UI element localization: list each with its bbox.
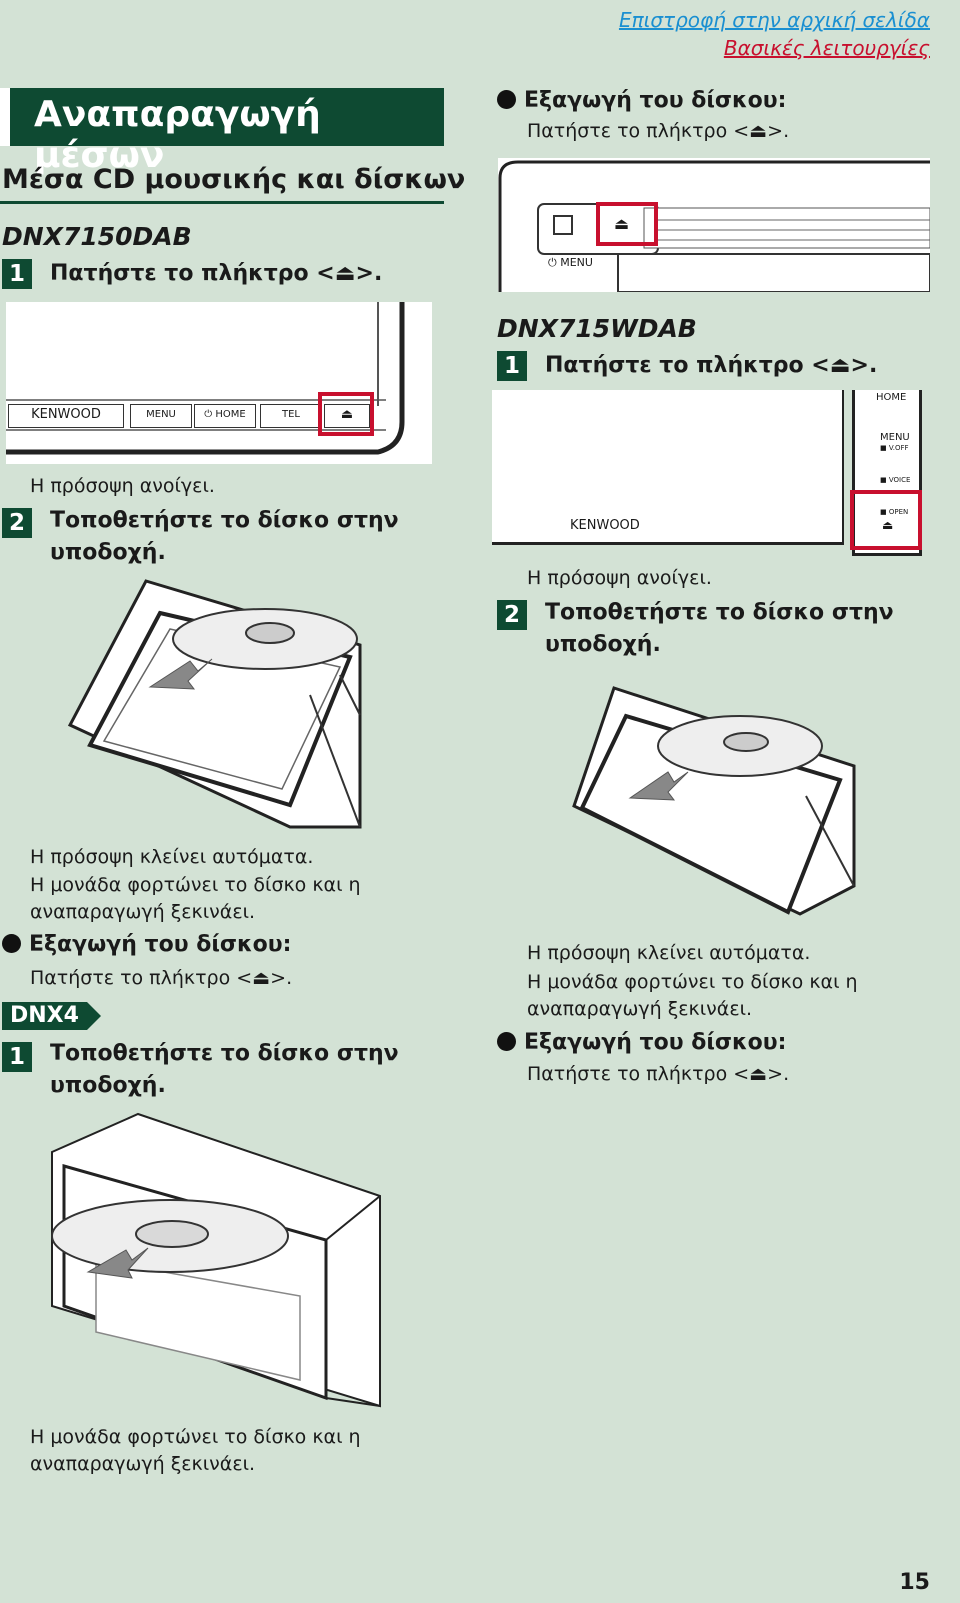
eject-icon: ⏏ [334, 261, 356, 286]
dnx7150dab-panel-illustration: KENWOOD MENU ⏻ HOME TEL ⏏ [6, 302, 432, 464]
eject-instruction: Πατήστε το πλήκτρο <⏏>. [527, 120, 790, 142]
home-link[interactable]: Επιστροφή στην αρχική σελίδα [618, 8, 930, 32]
kenwood-logo: KENWOOD [8, 404, 124, 428]
bullet-icon [2, 933, 21, 953]
page-number: 15 [899, 1570, 930, 1595]
eject-button[interactable]: ⏏ [614, 214, 630, 233]
eject-instruction: Πατήστε το πλήκτρο <⏏>. [30, 967, 293, 989]
tel-button[interactable]: TEL [260, 404, 322, 428]
section-subtitle: Μέσα CD μουσικής και δίσκων [2, 164, 466, 195]
step-text: Πατήστε το πλήκτρο <⏏>. [545, 353, 878, 378]
menu-label: ⏻ MENU [548, 256, 593, 269]
step-number: 1 [497, 351, 527, 381]
step-number: 1 [2, 259, 32, 289]
menu-button[interactable]: MENU [880, 432, 910, 443]
eject-icon: ⏏ [749, 120, 768, 142]
eject-button[interactable]: ⏏ [324, 404, 370, 428]
disc-insert-illustration [67, 579, 362, 829]
voff-label: ■ V.OFF [880, 444, 909, 452]
bullet-icon [497, 1031, 516, 1051]
menu-button[interactable]: MENU [130, 404, 192, 428]
eject-highlight [596, 202, 658, 246]
model-dnx715wdab: DNX715WDAB [497, 314, 697, 343]
model-tag-dnx4: DNX4 [2, 1002, 101, 1030]
dnx4-disc-insert-illustration [51, 1112, 381, 1408]
eject-highlight [318, 392, 374, 436]
page-title: Αναπαραγωγή μέσων [34, 94, 321, 176]
eject-heading: Εξαγωγή του δίσκου: [2, 932, 291, 957]
model-dnx7150dab: DNX7150DAB [2, 222, 192, 251]
eject-instruction: Πατήστε το πλήκτρο <⏏>. [527, 1063, 790, 1085]
step-number: 2 [497, 600, 527, 630]
disc-insert-illustration [572, 686, 856, 916]
section-title-box: Αναπαραγωγή μέσων [0, 88, 444, 176]
eject-heading: Εξαγωγή του δίσκου: [497, 88, 786, 113]
eject-icon: ⏏ [829, 353, 851, 378]
eject-panel-illustration: ⏏ ⏻ MENU [498, 158, 930, 292]
basic-operations-link[interactable]: Βασικές λειτουργίες [723, 36, 930, 60]
voice-label: ■ VOICE [880, 476, 911, 484]
dnx715wdab-panel-illustration: KENWOOD HOME MENU ■ V.OFF ■ VOICE ■ OPEN… [492, 390, 926, 558]
note-disc-loads: Η μονάδα φορτώνει το δίσκο και η αναπαρα… [527, 971, 858, 1020]
dnx4-note-disc-loads: Η μονάδα φορτώνει το δίσκο και η αναπαρα… [30, 1426, 361, 1475]
kenwood-logo: KENWOOD [570, 518, 640, 533]
subtitle-underline [0, 201, 444, 204]
home-button[interactable]: ⏻ HOME [194, 404, 256, 428]
open-label: ■ OPEN [880, 508, 909, 516]
home-button[interactable]: HOME [876, 392, 907, 403]
step-text: Τοποθετήστε το δίσκο στην υποδοχή. [50, 508, 399, 565]
note-faceplate-closes: Η πρόσοψη κλείνει αυτόματα. [30, 846, 314, 868]
bullet-icon [497, 89, 516, 109]
step-text: Τοποθετήστε το δίσκο στην υποδοχή. [50, 1041, 399, 1098]
step-number: 1 [2, 1042, 32, 1072]
note-faceplate-opens: Η πρόσοψη ανοίγει. [527, 567, 712, 589]
step-number: 2 [2, 508, 32, 538]
eject-icon: ⏏ [749, 1063, 768, 1085]
note-faceplate-closes: Η πρόσοψη κλείνει αυτόματα. [527, 942, 811, 964]
note-disc-loads: Η μονάδα φορτώνει το δίσκο και η αναπαρα… [30, 874, 361, 923]
step-text: Πατήστε το πλήκτρο <⏏>. [50, 261, 383, 286]
eject-highlight [850, 490, 922, 550]
eject-heading: Εξαγωγή του δίσκου: [497, 1030, 786, 1055]
step-text: Τοποθετήστε το δίσκο στην υποδοχή. [545, 600, 894, 657]
eject-button[interactable]: ⏏ [882, 518, 894, 532]
note-faceplate-opens: Η πρόσοψη ανοίγει. [30, 475, 215, 497]
eject-icon: ⏏ [252, 967, 271, 989]
